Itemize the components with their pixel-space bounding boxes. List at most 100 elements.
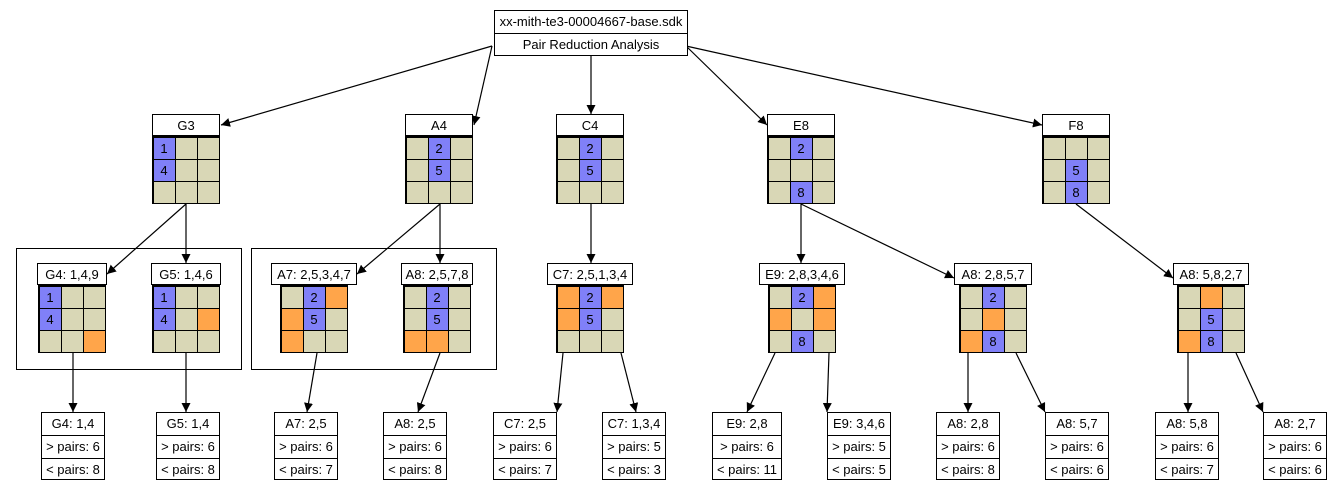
grid-cell bbox=[403, 285, 427, 309]
leaf-node-l11: A8: 5,8> pairs: 6< pairs: 7 bbox=[1155, 412, 1219, 480]
candidate-cell: 5 bbox=[1064, 158, 1088, 182]
leaf-lt: < pairs: 7 bbox=[275, 458, 337, 481]
grid-cell bbox=[324, 329, 348, 353]
grid-cell bbox=[768, 285, 792, 309]
leaf-node-l8: E9: 3,4,6> pairs: 5< pairs: 5 bbox=[827, 412, 891, 480]
grid-cell bbox=[60, 307, 84, 331]
grid-cell bbox=[1086, 180, 1110, 204]
grid-cell bbox=[768, 329, 792, 353]
candidate-cell: 4 bbox=[38, 307, 62, 331]
leaf-node-l5: C7: 2,5> pairs: 6< pairs: 7 bbox=[493, 412, 557, 480]
leaf-title: C7: 1,3,4 bbox=[607, 416, 661, 431]
leaf-lt: < pairs: 7 bbox=[494, 458, 556, 481]
grid-cell bbox=[959, 285, 983, 309]
grid-cell bbox=[324, 307, 348, 331]
leaf-gt: > pairs: 6 bbox=[713, 435, 781, 458]
leaf-gt: > pairs: 6 bbox=[275, 435, 337, 458]
eliminated-cell bbox=[556, 285, 580, 309]
grid-cell bbox=[556, 158, 580, 182]
leaf-lt: < pairs: 8 bbox=[384, 458, 446, 481]
eliminated-cell bbox=[981, 307, 1005, 331]
leaf-title: A8: 5,7 bbox=[1056, 416, 1098, 431]
node-label-e9: E9: 2,8,3,4,6 bbox=[759, 263, 845, 285]
grid-cell bbox=[556, 136, 580, 160]
eliminated-cell bbox=[403, 329, 427, 353]
edge-arrow bbox=[746, 352, 776, 413]
leaf-lt: < pairs: 3 bbox=[603, 458, 665, 481]
grid-cell bbox=[174, 158, 198, 182]
edge-arrow bbox=[1075, 203, 1174, 279]
candidate-cell: 2 bbox=[302, 285, 326, 309]
grid-cell bbox=[1003, 329, 1027, 353]
leaf-title: A8: 2,8 bbox=[947, 416, 989, 431]
grid-cell bbox=[280, 285, 304, 309]
candidate-cell: 4 bbox=[152, 307, 176, 331]
leaf-gt: > pairs: 6 bbox=[384, 435, 446, 458]
grid-cell bbox=[447, 307, 471, 331]
leaf-node-l3: A7: 2,5> pairs: 6< pairs: 7 bbox=[274, 412, 338, 480]
leaf-node-l2: G5: 1,4> pairs: 6< pairs: 8 bbox=[156, 412, 220, 480]
edge-arrow bbox=[220, 45, 493, 127]
grid-cell bbox=[790, 307, 814, 331]
cluster-g3 bbox=[16, 248, 242, 370]
eliminated-cell bbox=[82, 329, 106, 353]
candidate-cell: 1 bbox=[152, 136, 176, 160]
grid-cell bbox=[1086, 158, 1110, 182]
candidate-cell: 5 bbox=[427, 158, 451, 182]
grid-cell bbox=[449, 158, 473, 182]
leaf-gt: > pairs: 6 bbox=[1156, 435, 1218, 458]
leaf-title: A8: 2,5 bbox=[394, 416, 436, 431]
grid-cell bbox=[600, 136, 624, 160]
leaf-node-l6: C7: 1,3,4 > pairs: 5< pairs: 3 bbox=[602, 412, 666, 480]
grid-cell bbox=[600, 158, 624, 182]
edge-arrow bbox=[620, 352, 639, 413]
eliminated-cell bbox=[280, 307, 304, 331]
leaf-gt: > pairs: 5 bbox=[603, 435, 665, 458]
eliminated-cell bbox=[324, 285, 348, 309]
grid-cell bbox=[403, 307, 427, 331]
leaf-lt: < pairs: 6 bbox=[1264, 458, 1326, 481]
grid-cell bbox=[600, 329, 624, 353]
eliminated-cell bbox=[280, 329, 304, 353]
grid-cell bbox=[174, 307, 198, 331]
grid-cell bbox=[152, 329, 176, 353]
grid-cell bbox=[1221, 307, 1245, 331]
grid-cell bbox=[556, 180, 580, 204]
grid-cell bbox=[447, 329, 471, 353]
grid-cell bbox=[1086, 136, 1110, 160]
edge-arrow bbox=[1235, 352, 1264, 413]
leaf-node-l10: A8: 5,7> pairs: 6< pairs: 6 bbox=[1045, 412, 1109, 480]
node-label-f8: F8 bbox=[1042, 114, 1110, 136]
candidate-cell: 1 bbox=[152, 285, 176, 309]
node-label-c4: C4 bbox=[556, 114, 624, 136]
grid-cell bbox=[196, 329, 220, 353]
candidate-cell: 8 bbox=[790, 329, 814, 353]
root-title: xx-mith-te3-00004667-base.sdk bbox=[499, 14, 683, 29]
grid-cell bbox=[811, 136, 835, 160]
grid-cell bbox=[600, 180, 624, 204]
grid-cell bbox=[1177, 285, 1201, 309]
grid-cell bbox=[1042, 136, 1066, 160]
grid-cell bbox=[1003, 285, 1027, 309]
edge-arrow bbox=[822, 352, 832, 413]
grid-cell bbox=[405, 158, 429, 182]
grid-cell bbox=[767, 136, 791, 160]
leaf-lt: < pairs: 6 bbox=[1046, 458, 1108, 481]
leaf-title: A8: 2,7 bbox=[1274, 416, 1316, 431]
candidate-cell: 5 bbox=[425, 307, 449, 331]
node-label-a8: A8: 2,5,7,8 bbox=[401, 263, 473, 285]
edge-arrow bbox=[304, 352, 318, 413]
leaf-gt: > pairs: 6 bbox=[494, 435, 556, 458]
leaf-lt: < pairs: 7 bbox=[1156, 458, 1218, 481]
grid-cell bbox=[82, 307, 106, 331]
leaf-gt: > pairs: 6 bbox=[937, 435, 999, 458]
eliminated-cell bbox=[812, 307, 836, 331]
